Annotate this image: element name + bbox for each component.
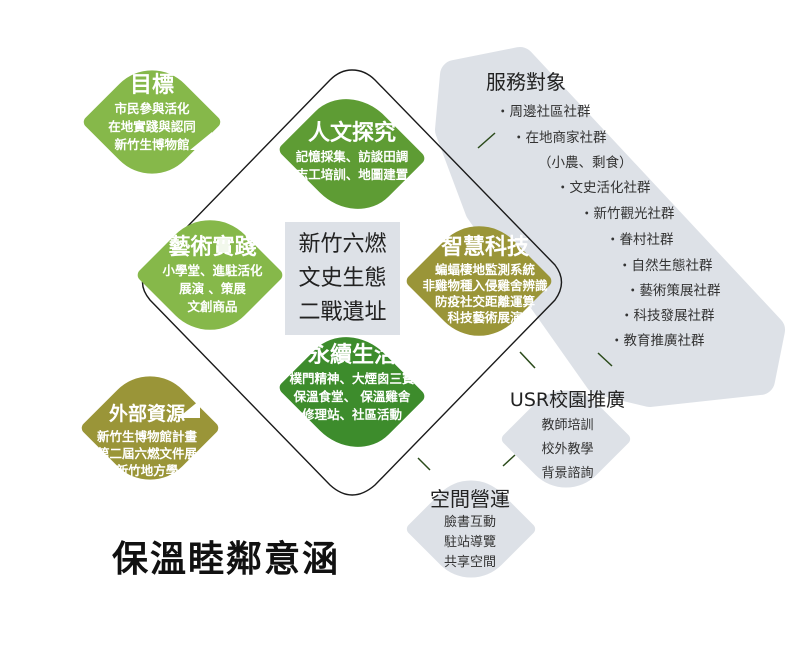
services-item: （小農、剩食） [538,155,633,171]
humanities-heading: 人文探究 [307,121,396,146]
services-heading: 服務對象 [486,70,566,94]
services-item: ・藝術策展社群 [626,283,721,299]
services-item: ・新竹觀光社群 [580,206,675,222]
usr-text: USR校園推廣 教師培訓 校外教學 背景諮詢 [500,386,635,486]
tech-heading: 智慧科技 [440,235,529,260]
tech-line: 蝙蝠棲地監測系統 [434,262,535,277]
services-item: ・眷村社群 [606,232,674,248]
external-line: 新竹地方學 [115,463,179,478]
living-text: 永續生活 樸門精神、大煙囪三寶 保溫食堂、 保溫雞舍 修理站、社區活動 [268,342,436,424]
space-heading: 空間營運 [430,487,510,511]
arts-line: 小學堂、進駐活化 [162,263,263,278]
services-item: ・文史活化社群 [556,180,651,196]
goal-triangle-icon [190,132,212,150]
arts-text: 藝術實踐 小學堂、進駐活化 展演 、策展 文創商品 [140,234,285,316]
usr-line: 校外教學 [541,442,594,457]
space-line: 臉書互動 [443,515,496,530]
humanities-text: 人文探究 記憶採集、訪談田調 志工培訓、地圖建置 [272,120,432,184]
services-item: ・在地商家社群 [512,130,607,146]
humanities-line: 記憶採集、訪談田調 [295,149,409,164]
goal-line: 在地實踐與認同 [108,119,196,134]
external-triangle-icon [178,400,200,418]
space-line: 駐站導覽 [443,535,496,550]
services-item: ・教育推廣社群 [610,333,705,349]
usr-line: 背景諮詢 [541,466,594,481]
external-line: 第二屆六燃文件展 [96,446,197,461]
humanities-line: 志工培訓、地圖建置 [295,167,409,182]
external-heading: 外部資源 [108,403,185,425]
goal-line: 新竹生博物館 [114,137,190,152]
center-box: 新竹六燃 文史生態 二戰遺址 [285,222,400,335]
tech-line: 防疫社交距離運算 [434,294,535,309]
connector-line [502,454,516,467]
living-line: 修理站、社區活動 [301,407,402,422]
arts-line: 文創商品 [187,299,238,314]
services-band [435,47,785,407]
space-line: 共享空間 [443,555,496,570]
goal-line: 市民參與活化 [114,101,190,116]
tech-line: 非雞物種入侵雞舍辨識 [422,278,548,293]
connector-line [417,457,431,471]
living-heading: 永續生活 [307,343,396,368]
goal-text: 目標 市民參與活化 在地實踐與認同 新竹生博物館 [92,72,212,154]
outer-frame [141,69,563,496]
usr-heading: USR校園推廣 [509,389,626,411]
center-line: 二戰遺址 [298,299,387,325]
arts-line: 展演 、策展 [179,281,246,296]
tech-text: 智慧科技 蝙蝠棲地監測系統 非雞物種入侵雞舍辨識 防疫社交距離運算 科技藝術展演 [405,234,565,326]
external-text: 外部資源 新竹生博物館計畫 第二屆六燃文件展 新竹地方學 [82,400,212,479]
usr-line: 教師培訓 [541,418,594,433]
services-item: ・自然生態社群 [618,258,713,274]
living-line: 樸門精神、大煙囪三寶 [289,371,415,386]
external-line: 新竹生博物館計畫 [96,429,197,444]
center-line: 文史生態 [298,265,387,291]
space-text: 空間營運 臉書互動 駐站導覽 共享空間 [405,485,535,573]
connector-line [597,352,613,367]
center-line: 新竹六燃 [298,231,387,257]
goal-heading: 目標 [129,73,174,98]
connector-line [519,351,536,369]
connector-line [477,132,496,149]
tech-line: 科技藝術展演 [447,310,523,325]
arts-heading: 藝術實踐 [168,235,257,260]
diagram-title: 保溫睦鄰意涵 [112,539,341,580]
services-item: ・周邊社區社群 [496,104,591,120]
living-line: 保溫食堂、 保溫雞舍 [293,389,411,404]
services-item: ・科技發展社群 [620,308,715,324]
